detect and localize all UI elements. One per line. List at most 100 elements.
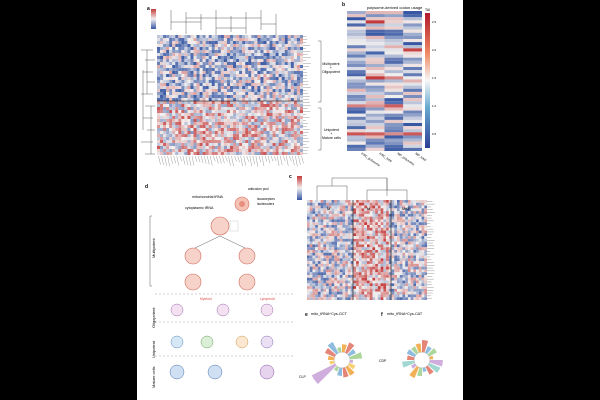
heatmap-cell (307, 283, 310, 287)
heatmap-cell (342, 269, 346, 273)
heatmap-cell (236, 86, 240, 90)
heatmap-cell (257, 65, 261, 69)
heatmap-cell (358, 252, 362, 256)
heatmap-cell (372, 258, 376, 262)
heatmap-cell (418, 211, 422, 214)
heatmap-cell (290, 35, 294, 39)
heatmap-cell (317, 200, 321, 203)
heatmap-cell (190, 104, 194, 108)
heatmap-cell (245, 116, 249, 120)
heatmap-cell (320, 225, 324, 228)
heatmap-cell (172, 77, 176, 81)
heatmap-cell (413, 280, 417, 284)
heatmap-cell (214, 41, 218, 45)
heatmap-cell (193, 152, 197, 155)
heatmap-cell (230, 44, 234, 48)
heatmap-cell (233, 146, 237, 150)
heatmap-cell (260, 134, 264, 138)
heatmap-cell (169, 68, 173, 72)
heatmap-cell (315, 263, 318, 267)
heatmap-cell (386, 261, 389, 264)
heatmap-cell (391, 266, 395, 270)
heatmap-cell (181, 62, 185, 66)
heatmap-cell (399, 266, 403, 270)
heatmap-cell (391, 269, 395, 273)
heatmap-cell (345, 297, 348, 300)
heatmap-cell (248, 143, 252, 147)
heatmap-cell (320, 230, 324, 234)
heatmap-cell (217, 104, 221, 108)
heatmap-cell (269, 92, 273, 96)
column-label-tick (240, 155, 243, 167)
heatmap-cell (248, 137, 252, 141)
heatmap-cell (309, 238, 313, 242)
heatmap-cell (160, 65, 164, 69)
heatmap-cell (233, 104, 237, 108)
heatmap-cell (293, 74, 297, 78)
heatmap-cell (364, 233, 368, 237)
heatmap-cell (372, 236, 376, 239)
heatmap-cell (367, 233, 370, 237)
heatmap-cell (326, 288, 329, 292)
heatmap-cell (375, 222, 378, 226)
heatmap-cell (296, 41, 301, 45)
heatmap-cell (337, 277, 340, 281)
heatmap-cell (287, 110, 291, 114)
heatmap-cell (230, 101, 234, 105)
heatmap-cell (424, 250, 427, 253)
heatmap-cell (157, 122, 161, 126)
heatmap-cell (402, 266, 406, 270)
heatmap-cell (375, 266, 378, 270)
heatmap-cell (239, 131, 243, 135)
heatmap-cell (342, 216, 346, 220)
heatmap-cell (251, 113, 255, 117)
heatmap-cell (257, 83, 261, 87)
heatmap-cell (178, 137, 182, 141)
heatmap-cell (293, 71, 297, 75)
heatmap-cell (399, 255, 403, 259)
heatmap-cell (323, 211, 327, 214)
heatmap-cell (323, 261, 327, 264)
heatmap-cell (233, 80, 237, 84)
heatmap-cell (317, 216, 321, 220)
heatmap-cell (220, 149, 224, 153)
heatmap-cell (369, 236, 373, 239)
panel-a-column-labels (158, 155, 304, 167)
heatmap-cell (266, 83, 270, 87)
heatmap-cell (383, 272, 387, 276)
heatmap-cell (380, 233, 384, 237)
heatmap-cell (211, 47, 215, 51)
heatmap-cell (257, 59, 261, 63)
heatmap-cell (342, 202, 346, 206)
heatmap-cell (184, 65, 188, 69)
heatmap-cell (391, 247, 395, 251)
heatmap-cell (312, 252, 316, 256)
heatmap-cell (230, 134, 234, 138)
heatmap-cell (266, 56, 270, 60)
heatmap-cell (320, 286, 324, 289)
heatmap-cell (388, 277, 392, 281)
heatmap-cell (278, 44, 282, 48)
heatmap-cell (205, 74, 209, 78)
heatmap-cell (383, 266, 387, 270)
heatmap-cell (208, 143, 212, 147)
heatmap-cell (290, 74, 294, 78)
heatmap-cell (407, 222, 411, 226)
heatmap-cell (403, 39, 422, 43)
heatmap-cell (214, 116, 218, 120)
heatmap-cell (184, 122, 188, 126)
heatmap-cell (242, 38, 246, 42)
heatmap-cell (386, 269, 389, 273)
heatmap-cell (281, 59, 285, 63)
heatmap-cell (356, 230, 359, 234)
heatmap-cell (263, 77, 267, 81)
heatmap-cell (416, 233, 419, 237)
heatmap-cell (372, 202, 376, 206)
heatmap-cell (184, 110, 188, 114)
heatmap-cell (372, 250, 376, 253)
heatmap-cell (397, 283, 400, 287)
heatmap-cell (334, 225, 338, 228)
heatmap-cell (347, 79, 366, 83)
heatmap-cell (272, 110, 276, 114)
heatmap-cell (380, 250, 384, 253)
